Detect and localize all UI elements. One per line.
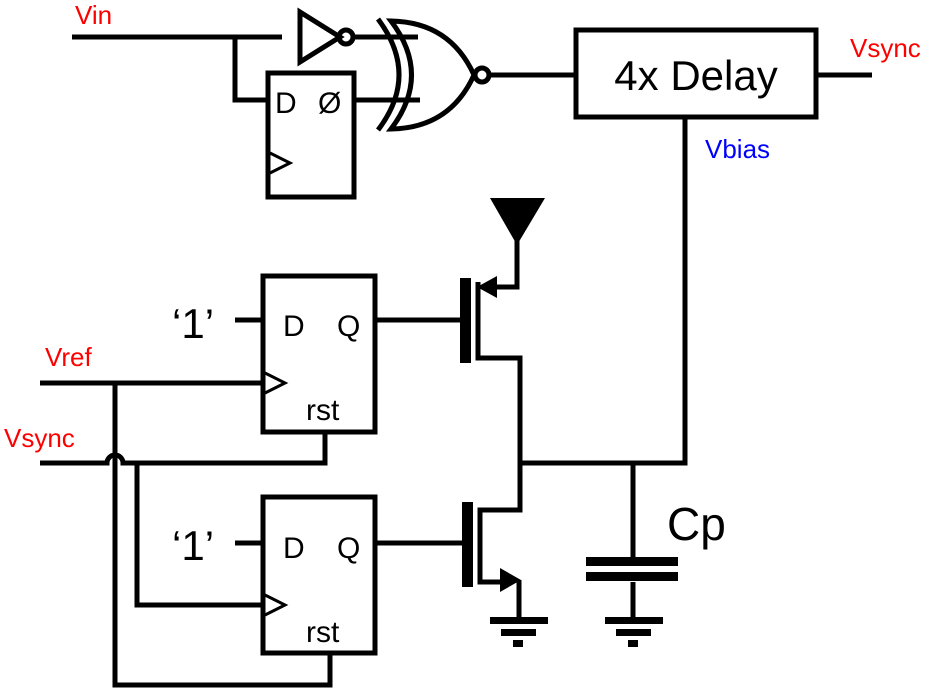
ff1-qbar-label: Ø [318, 87, 341, 120]
ff2-rst-label: rst [306, 394, 340, 427]
vbias-wire [520, 117, 688, 466]
delay-label: 4x Delay [614, 52, 777, 99]
ff3-d-label: D [283, 532, 305, 565]
vin-wire [72, 34, 282, 103]
ff2-clock-icon [264, 371, 289, 395]
ff3-q-label: Q [337, 532, 360, 565]
vin-label: Vin [75, 0, 112, 30]
vdd-icon [490, 198, 545, 245]
vref-label: Vref [45, 342, 92, 372]
nmos-gate [462, 502, 473, 587]
vref-wire [40, 380, 333, 688]
ground-icon [605, 617, 663, 647]
flip-flop-2 [260, 273, 378, 435]
transistor-channels [475, 282, 523, 585]
xnor-bubble [472, 65, 492, 85]
vsync-in-wire [40, 432, 328, 608]
pmos-gate [460, 278, 471, 363]
ff1-clock-icon [269, 151, 294, 175]
ff1-d-label: D [275, 87, 297, 120]
inverter [297, 7, 345, 67]
vsync-in-label: Vsync [4, 423, 75, 453]
flip-flop-3 [260, 494, 378, 656]
nmos-arrow-icon [500, 568, 521, 592]
pmos-arrow-icon [477, 276, 497, 298]
cap-plate-top [586, 557, 678, 566]
cap-plate-bottom [586, 572, 678, 581]
pmos-source-wire [490, 240, 520, 290]
flip-flop-1 [265, 70, 357, 200]
ff3-input-label: ‘1’ [172, 522, 214, 569]
vsync-out-label: Vsync [850, 33, 921, 63]
inverter-bubble [336, 27, 356, 47]
ff2-d-label: D [283, 310, 305, 343]
ff2-input-label: ‘1’ [172, 300, 214, 347]
ground-icon [490, 617, 548, 647]
ff2-q-label: Q [337, 310, 360, 343]
vbias-label: Vbias [705, 134, 770, 164]
ff3-rst-label: rst [306, 616, 340, 649]
xnor-gate [385, 18, 477, 132]
cp-label: Cp [667, 498, 726, 550]
ff3-clock-icon [264, 593, 289, 617]
xnor-back-curve [375, 17, 402, 132]
